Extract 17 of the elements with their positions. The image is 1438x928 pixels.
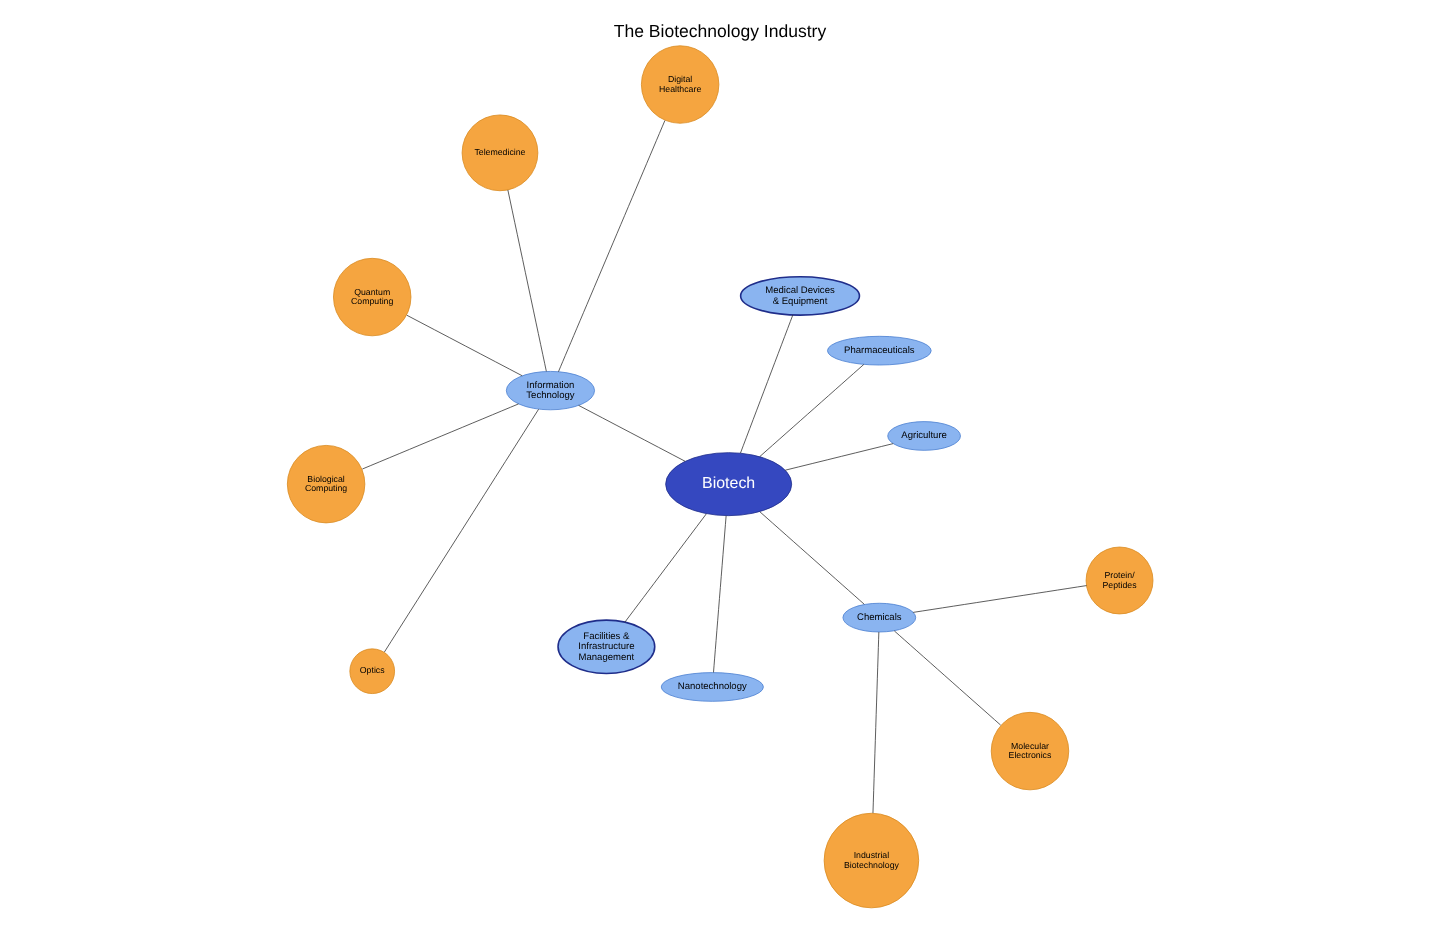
connector	[871, 631, 879, 814]
diagram-title: The Biotechnology Industry	[612, 21, 826, 42]
node-ellipse: Biotech	[664, 452, 792, 517]
connector	[506, 189, 546, 372]
connector	[783, 443, 893, 471]
connector	[360, 403, 518, 470]
connector	[383, 408, 538, 653]
connector	[758, 511, 864, 605]
connector	[739, 314, 793, 454]
connector	[892, 630, 1001, 726]
connector	[911, 585, 1086, 613]
connector	[712, 515, 726, 673]
connector	[758, 364, 864, 457]
connector	[405, 314, 522, 377]
connector	[557, 120, 665, 373]
connector	[623, 513, 706, 623]
connector	[577, 404, 685, 462]
